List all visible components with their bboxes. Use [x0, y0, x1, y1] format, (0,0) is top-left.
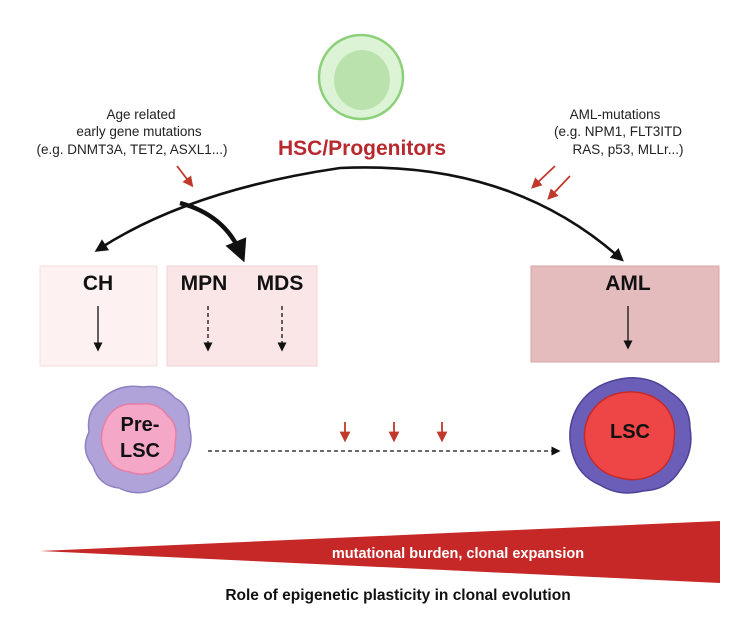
pre-lsc-label-line-1: Pre-	[121, 414, 160, 436]
pre-lsc-label-line-2: LSC	[120, 440, 160, 462]
pre-lsc-cell-icon	[84, 385, 192, 494]
left-annotation-line-1: Age related	[106, 107, 175, 122]
mds-label: MDS	[257, 272, 304, 295]
left-red-arrow	[176, 165, 194, 188]
mpn-mds-box	[166, 265, 318, 367]
right-annotation-line-1: AML-mutations	[570, 107, 661, 122]
mpn-label: MPN	[181, 272, 228, 295]
aml-label: AML	[605, 272, 651, 295]
right-red-arrow-2	[547, 175, 571, 200]
left-annotation-line-2: early gene mutations	[76, 124, 202, 139]
right-mutation-annotation: AML-mutations (e.g. NPM1, FLT3ITD RAS, p…	[554, 107, 684, 157]
right-annotation-line-3: RAS, p53, MLLr...)	[572, 142, 683, 157]
right-annotation-line-2: (e.g. NPM1, FLT3ITD	[554, 124, 682, 139]
hsc-cell-icon	[317, 33, 405, 121]
hsc-progenitors-title: HSC/Progenitors	[278, 137, 446, 160]
mutational-burden-triangle	[40, 521, 720, 583]
main-lineage-arc	[94, 166, 624, 262]
ch-label: CH	[83, 272, 113, 295]
figure-caption: Role of epigenetic plasticity in clonal …	[225, 587, 570, 604]
right-red-arrow-1	[531, 165, 556, 189]
lsc-label: LSC	[610, 421, 650, 443]
left-mutation-annotation: Age related early gene mutations (e.g. D…	[36, 107, 227, 157]
mutational-burden-label: mutational burden, clonal expansion	[332, 546, 584, 562]
left-annotation-line-3: (e.g. DNMT3A, TET2, ASXL1...)	[36, 142, 227, 157]
lsc-cell-icon	[569, 377, 692, 494]
aml-box	[530, 265, 720, 363]
mpn-mds-branch-arrow	[179, 200, 247, 263]
